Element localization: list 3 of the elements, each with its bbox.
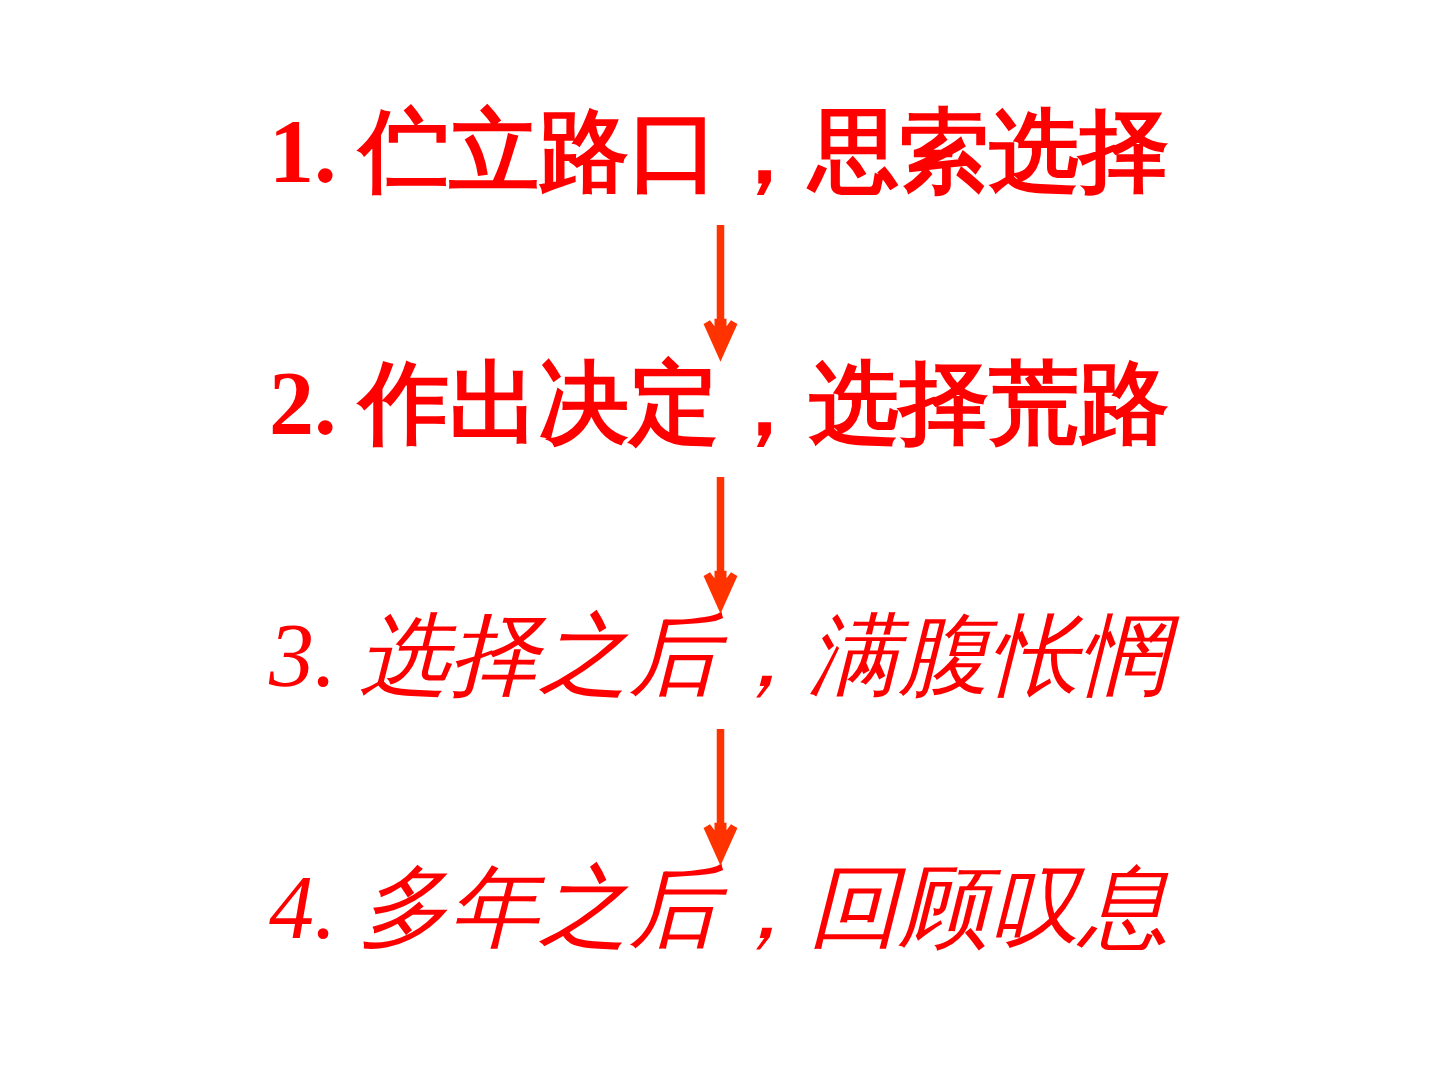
node-text: 1. 伫立路口，思索选择 [268, 101, 1169, 201]
node-text: 2. 作出决定，选择荒路 [268, 353, 1169, 453]
node-text: 4. 多年之后，回顾叹息 [268, 857, 1169, 957]
